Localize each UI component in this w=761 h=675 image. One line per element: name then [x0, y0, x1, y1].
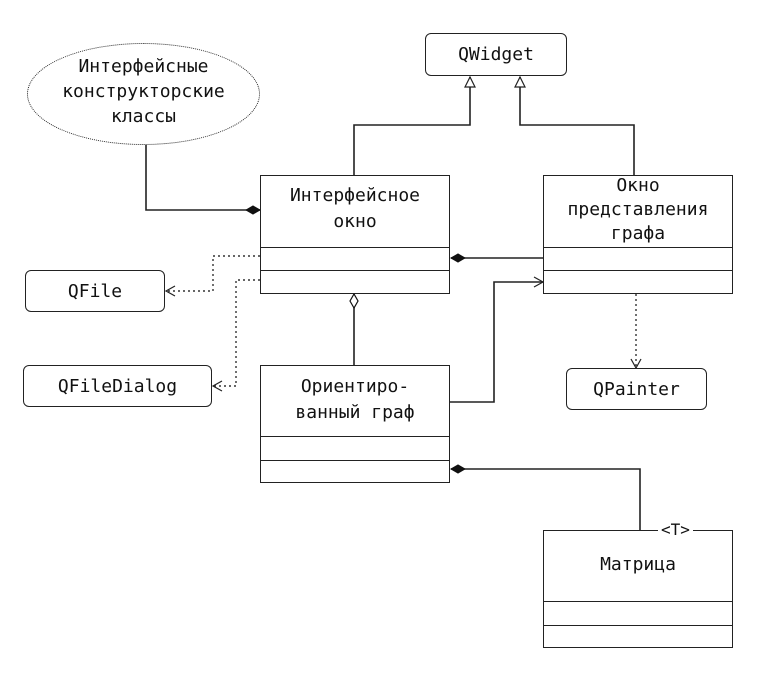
interface-window-title-1: Интерфейсное — [289, 185, 421, 206]
oriented-graph-class: Ориентиро- ванный граф — [260, 365, 450, 483]
interface-window-title-2: окно — [333, 211, 377, 232]
interface-window-attributes-divider — [261, 247, 449, 248]
dependency-line-qfiledialog — [211, 279, 260, 392]
interface-window-class: Интерфейсное окно — [260, 175, 450, 294]
graph-view-title-2: представления — [567, 199, 709, 220]
ui-builder-line-1: Интерфейсные — [78, 56, 209, 77]
qfile-class: QFile — [25, 270, 165, 312]
graph-view-title-3: графа — [610, 223, 666, 244]
interface-window-operations-divider — [261, 270, 449, 271]
composition-line-matrix — [449, 464, 641, 530]
qpainter-label: QPainter — [593, 379, 680, 400]
qfiledialog-class: QFileDialog — [23, 365, 212, 407]
qfiledialog-label: QFileDialog — [57, 376, 178, 397]
oriented-graph-operations-divider — [261, 460, 449, 461]
graph-view-attributes-divider — [544, 247, 732, 248]
inherit-line-graph-view — [520, 77, 635, 175]
oriented-graph-attributes-divider — [261, 436, 449, 437]
dependency-line-qfile — [164, 255, 260, 297]
ui-builder-line-3: классы — [110, 106, 177, 127]
oriented-graph-title-2: ванный граф — [295, 402, 415, 423]
matrix-class: Матрица — [543, 530, 733, 648]
association-line-graph-view — [450, 276, 545, 403]
inherit-line-interface-window — [353, 77, 470, 175]
qfile-label: QFile — [67, 281, 123, 302]
graph-view-window-class: Окно представления графа — [543, 175, 733, 294]
qpainter-class: QPainter — [566, 368, 707, 410]
graph-view-operations-divider — [544, 270, 732, 271]
qwidget-class: QWidget — [425, 33, 567, 76]
matrix-operations-divider — [544, 625, 732, 626]
ui-builder-line-2: конструкторские — [62, 81, 225, 102]
matrix-title: Матрица — [600, 554, 676, 575]
ui-builder-classes: Интерфейсные конструкторские классы — [27, 43, 260, 145]
matrix-template-parameter: <T> — [658, 521, 693, 539]
qwidget-label: QWidget — [458, 44, 534, 65]
matrix-attributes-divider — [544, 601, 732, 602]
oriented-graph-title-1: Ориентиро- — [300, 376, 410, 397]
composition-line-ui-builder — [145, 143, 262, 215]
graph-view-title-1: Окно — [616, 175, 660, 196]
